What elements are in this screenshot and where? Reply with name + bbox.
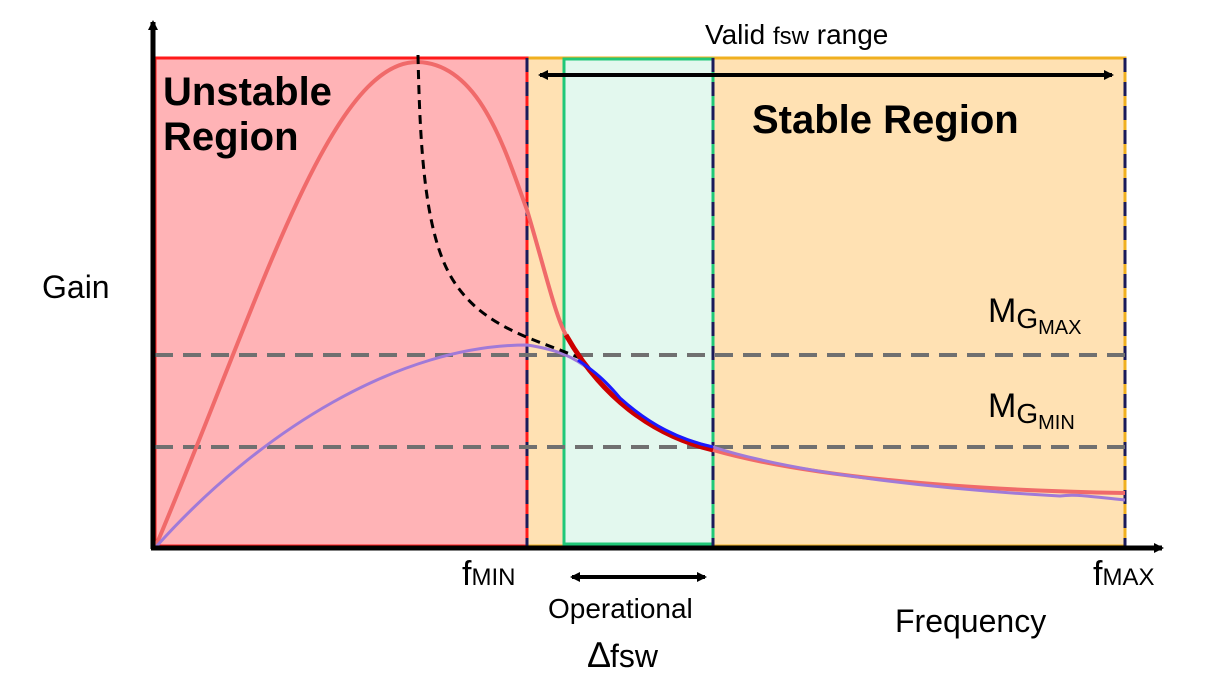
- operational-max-segment: [563, 333, 714, 453]
- unstable-region-label: Unstable Region: [163, 70, 343, 159]
- valid-fsw-range-label: Valid fsw range: [705, 19, 888, 50]
- operational-label: Operational: [548, 593, 693, 624]
- delta-fsw-label: ∆fsw: [588, 634, 659, 675]
- operational-min-segment: [577, 358, 714, 449]
- y-axis-label: Gain: [42, 269, 110, 305]
- mg-max-label: MGMAX: [988, 292, 1081, 339]
- boundary-dashed-curve: [416, 54, 586, 362]
- mg-min-label: MGMIN: [988, 387, 1075, 434]
- f-min-label: fMIN: [462, 555, 515, 593]
- unstable-region: [153, 56, 529, 548]
- frequency-boundary-lines: [525, 58, 1127, 546]
- stable-region-label: Stable Region: [752, 98, 1019, 142]
- gain-limit-lines: [155, 353, 1125, 449]
- x-axis-label: Frequency: [895, 603, 1046, 639]
- f-max-label: fMAX: [1093, 555, 1154, 593]
- operational-region: [562, 57, 715, 546]
